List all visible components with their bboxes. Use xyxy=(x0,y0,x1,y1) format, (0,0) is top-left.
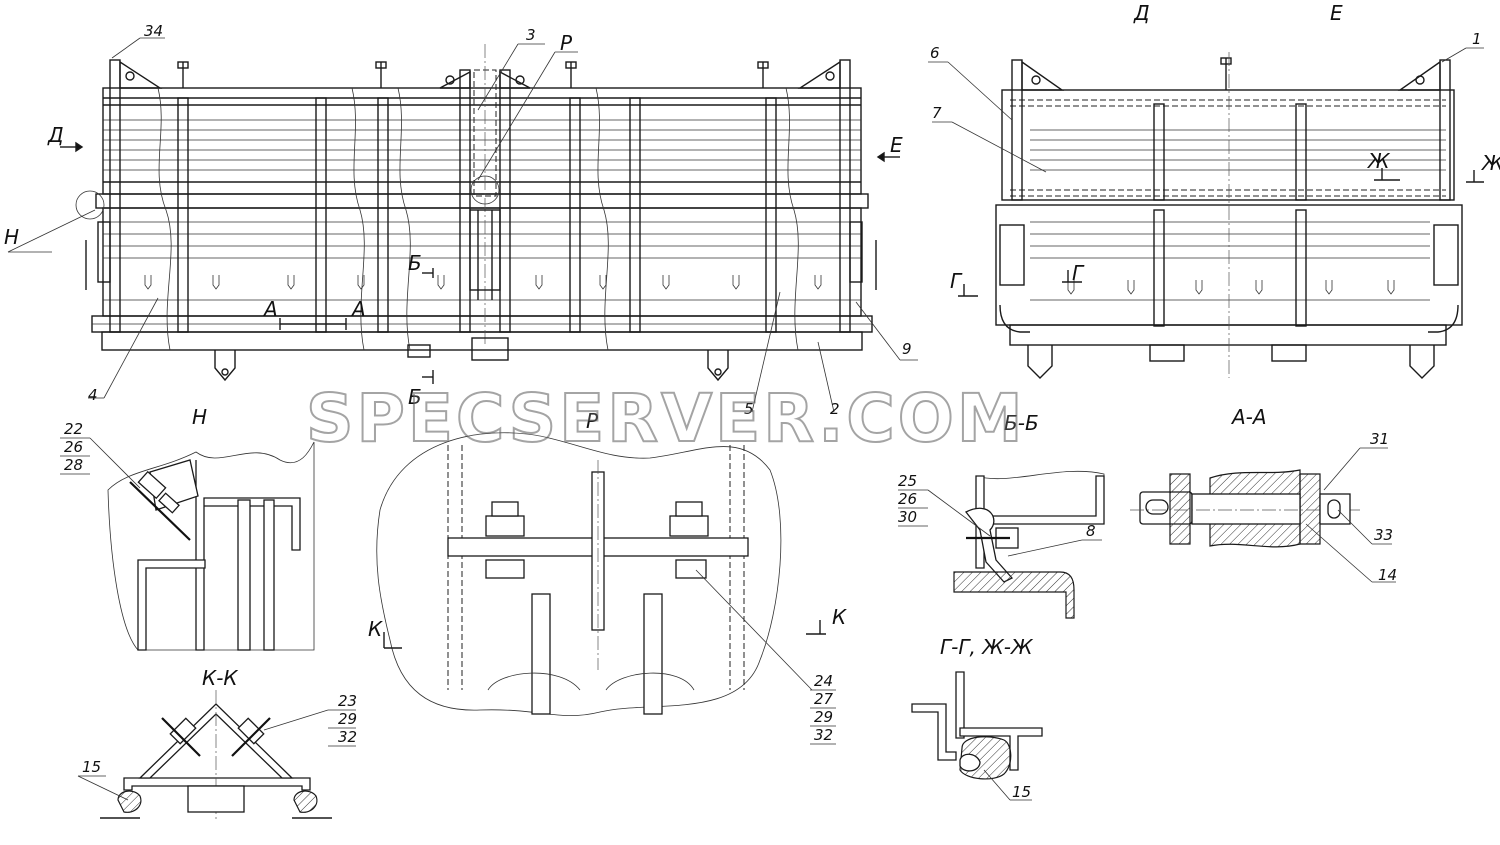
view-label-gg: Г-Г, Ж-Ж xyxy=(940,635,1034,659)
arrow-label-g-right: Г xyxy=(1072,261,1085,285)
callout-9: 9 xyxy=(902,340,912,358)
detail-p xyxy=(376,432,836,745)
callout-32-p: 32 xyxy=(814,726,833,744)
labels: Д Е Н Р Б-Б А-А К-К Г-Г, Ж-Ж Д Е Н А А Б… xyxy=(4,1,1500,801)
detail-aa xyxy=(1130,447,1396,583)
detail-gg xyxy=(911,671,1043,801)
arrow-label-n: Н xyxy=(4,225,19,249)
view-label-e: Е xyxy=(1330,1,1343,25)
callout-8: 8 xyxy=(1086,522,1096,540)
callout-27: 27 xyxy=(814,690,834,708)
callout-26-n: 26 xyxy=(64,438,83,456)
callout-15-kk: 15 xyxy=(82,758,101,776)
arrow-label-a-right: А xyxy=(350,297,366,321)
view-label-aa: А-А xyxy=(1230,405,1267,429)
view-label-d: Д xyxy=(1133,1,1150,25)
view-label-bb: Б-Б xyxy=(1004,411,1039,435)
callout-31: 31 xyxy=(1370,430,1389,448)
arrow-label-g-left: Г xyxy=(950,269,963,293)
arrow-label-b-top: Б xyxy=(408,251,422,275)
callout-25: 25 xyxy=(898,472,917,490)
callout-26-bb: 26 xyxy=(898,490,917,508)
view-label-kk: К-К xyxy=(202,666,238,690)
callout-2: 2 xyxy=(830,400,840,418)
arrow-label-k-right: К xyxy=(832,605,847,629)
callout-7: 7 xyxy=(932,104,942,122)
detail-kk xyxy=(77,690,356,820)
callout-15-gg: 15 xyxy=(1012,783,1031,801)
detail-n xyxy=(60,437,315,651)
callout-28: 28 xyxy=(64,456,83,474)
callout-24: 24 xyxy=(814,672,833,690)
arrow-label-zh-outer: Ж xyxy=(1480,151,1500,175)
callout-29-p: 29 xyxy=(814,708,833,726)
callout-34: 34 xyxy=(144,22,163,40)
callout-29-kk: 29 xyxy=(338,710,357,728)
callout-33: 33 xyxy=(1374,526,1393,544)
arrow-label-e: Е xyxy=(890,133,903,157)
arrow-label-k-left: К xyxy=(368,617,383,641)
callout-4: 4 xyxy=(88,386,98,404)
callout-22: 22 xyxy=(64,420,83,438)
callout-5: 5 xyxy=(744,400,754,418)
callout-3: 3 xyxy=(526,26,536,44)
main-side-view xyxy=(7,37,918,413)
callout-30: 30 xyxy=(898,508,917,526)
arrow-label-a-left: А xyxy=(262,297,278,321)
arrow-label-b-bottom: Б xyxy=(408,385,422,409)
callout-32-kk: 32 xyxy=(338,728,357,746)
view-label-n: Н xyxy=(192,405,207,429)
detail-bb xyxy=(898,470,1105,619)
arrow-label-zh-inner: Ж xyxy=(1366,149,1391,173)
end-view xyxy=(928,47,1484,379)
callout-23: 23 xyxy=(338,692,357,710)
callout-p: Р xyxy=(560,31,573,55)
view-label-p: Р xyxy=(586,409,599,433)
arrow-label-d: Д xyxy=(47,123,64,147)
callout-14: 14 xyxy=(1378,566,1397,584)
callout-6: 6 xyxy=(930,44,940,62)
callout-1: 1 xyxy=(1472,30,1482,48)
